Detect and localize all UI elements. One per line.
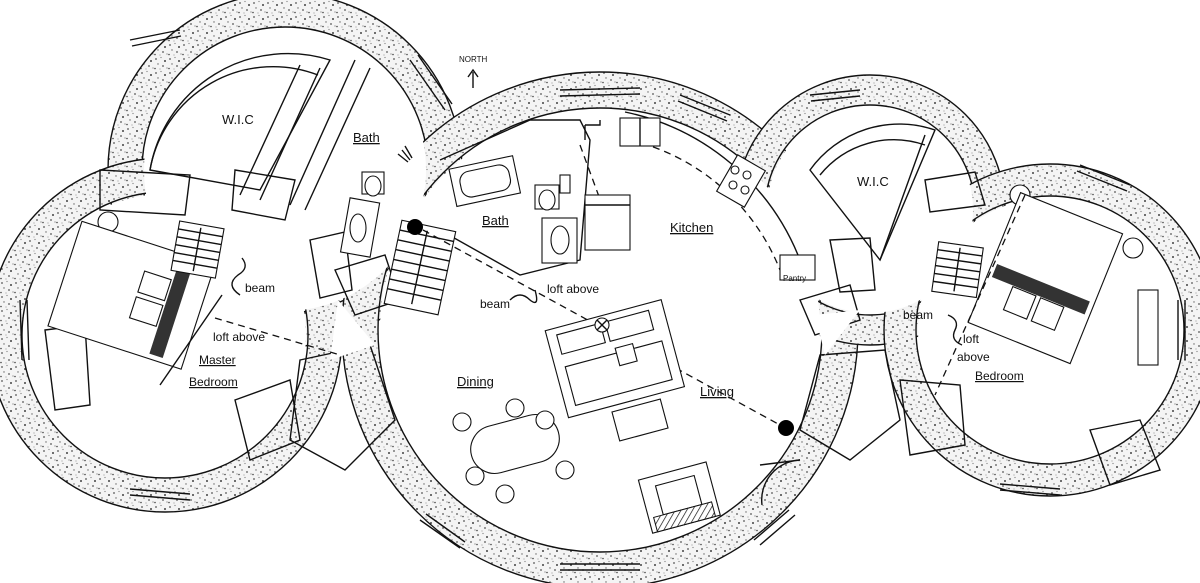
note-loft-right-1: loft [963,332,980,346]
note-beam-right: beam [903,308,933,322]
room-label-bedroom-left: Bedroom [189,375,238,389]
room-label-dining: Dining [457,374,494,389]
left-bedroom [47,211,341,386]
post-icon [778,420,794,436]
note-beam-center: beam [480,297,510,311]
room-label-master: Master [199,353,236,367]
room-label-bath-center: Bath [482,213,509,228]
refrigerator [584,194,631,251]
room-label-living: Living [700,384,734,399]
room-label-pantry: Pantry [783,274,806,283]
post-icon [407,219,423,235]
plant-icon [1122,237,1144,259]
right-wic [809,123,936,262]
compass-label: NORTH [459,55,488,64]
buttresses [44,169,1161,486]
kitchen-island [544,299,686,419]
room-label-bedroom-right: Bedroom [975,369,1024,383]
dining-table [452,398,575,504]
note-beam-left: beam [245,281,275,295]
stair-right [931,241,984,299]
note-loft-left: loft above [213,330,265,344]
room-label-wic-right: W.I.C [857,174,889,189]
windows [19,29,1186,571]
openings [330,300,860,360]
labels: W.I.C Bath Bath Kitchen Pantry W.I.C Mas… [189,112,1024,399]
compass: NORTH [459,55,488,88]
wall-ring-right [884,164,1200,496]
left-wic-bath [149,52,413,258]
note-loft-center: loft above [547,282,599,296]
right-bedroom [931,184,1159,396]
stair-left [170,220,225,279]
room-label-kitchen: Kitchen [670,220,713,235]
bed [967,191,1124,365]
central-pod [383,111,816,534]
note-loft-right-2: above [957,350,990,364]
room-label-wic-left: W.I.C [222,112,254,127]
stove-icon [715,154,767,208]
woodstove-icon [637,461,721,534]
room-label-bath-left: Bath [353,130,380,145]
